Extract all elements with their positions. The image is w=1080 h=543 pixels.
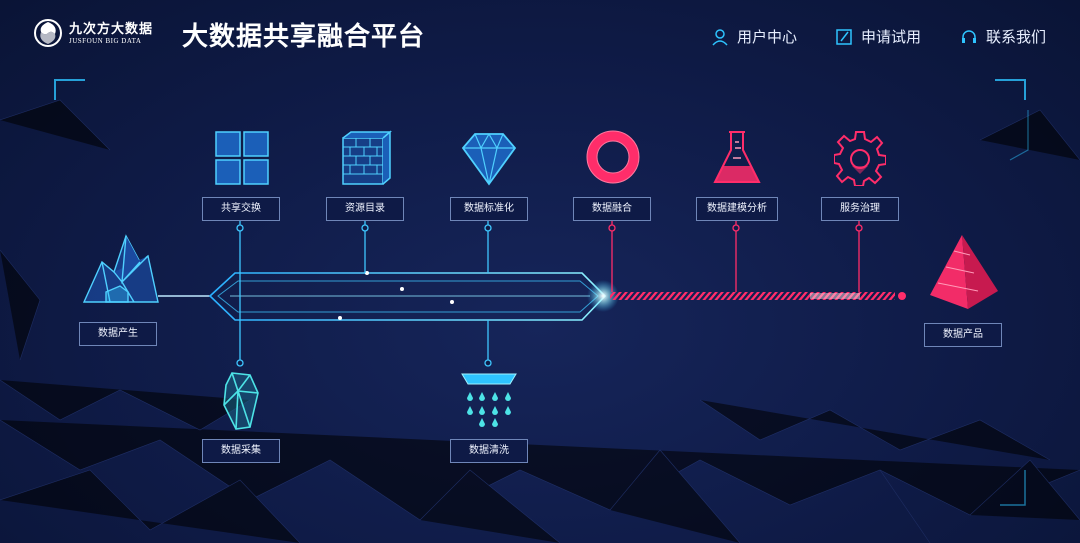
ring-icon — [586, 130, 640, 184]
swirl-logo-icon — [34, 19, 62, 47]
nav-apply-trial[interactable]: 申请试用 — [835, 26, 921, 47]
logo-name-en: JUSFOUN BIG DATA — [69, 36, 142, 45]
logo-name-cn: 九次方大数据 — [69, 20, 154, 36]
headset-icon — [962, 29, 976, 43]
step-data-modeling[interactable]: 数据建模分析 — [696, 197, 778, 221]
nav-contact-us[interactable]: 联系我们 — [960, 26, 1046, 47]
nav-label: 联系我们 — [986, 29, 1047, 46]
step-service-governance[interactable]: 服务治理 — [821, 197, 899, 221]
gem-icon — [223, 372, 259, 430]
logo[interactable]: 九次方大数据 JUSFOUN BIG DATA — [33, 18, 153, 48]
step-data-product[interactable]: 数据产品 — [924, 323, 1002, 347]
step-data-standardization[interactable]: 数据标准化 — [450, 197, 528, 221]
cubes-icon — [215, 131, 269, 185]
step-data-source[interactable]: 数据产生 — [79, 322, 157, 346]
step-data-collection[interactable]: 数据采集 — [202, 439, 280, 463]
gear-icon — [834, 131, 886, 186]
user-icon — [712, 28, 728, 46]
step-share-exchange[interactable]: 共享交换 — [202, 197, 280, 221]
flask-icon — [713, 131, 761, 183]
step-resource-catalog[interactable]: 资源目录 — [326, 197, 404, 221]
nav-user-center[interactable]: 用户中心 — [711, 26, 797, 47]
pyramid-icon — [930, 235, 998, 309]
brick-wall-icon — [342, 130, 392, 185]
crystal-mountain-icon — [82, 234, 159, 303]
page-title: 大数据共享融合平台 — [182, 21, 426, 51]
step-data-cleansing[interactable]: 数据清洗 — [450, 439, 528, 463]
step-data-fusion[interactable]: 数据融合 — [573, 197, 651, 221]
diamond-icon — [461, 133, 517, 186]
nav-label: 申请试用 — [861, 29, 922, 46]
header: 九次方大数据 JUSFOUN BIG DATA 大数据共享融合平台 用户中心 申… — [0, 0, 1080, 70]
shower-icon — [461, 373, 517, 427]
data-pipeline — [158, 271, 906, 321]
edit-icon — [836, 28, 852, 45]
nav-label: 用户中心 — [737, 29, 798, 46]
